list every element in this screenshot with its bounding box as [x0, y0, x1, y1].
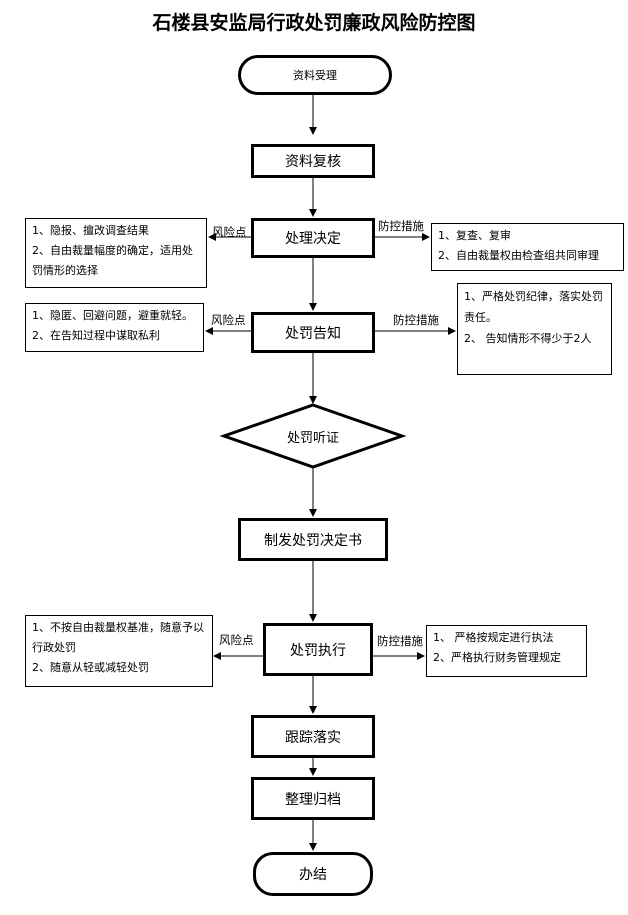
start-node: 资料受理 [238, 55, 392, 95]
notice-label: 处罚告知 [285, 325, 341, 342]
decision-node: 处理决定 [251, 218, 375, 258]
execute-risk-label: 风险点 [219, 633, 254, 647]
decision-risk-box: 1、隐报、擅改调查结果 2、自由裁量幅度的确定，适用处罚情形的选择 [25, 218, 207, 288]
issue-node: 制发处罚决定书 [238, 518, 388, 561]
decision-control-label: 防控措施 [378, 219, 424, 233]
execute-control-item: 2、严格执行财务管理规定 [433, 651, 561, 664]
decision-label: 处理决定 [285, 231, 341, 247]
review-label: 资料复核 [285, 154, 341, 170]
execute-label: 处罚执行 [290, 642, 346, 659]
notice-control-item: 2、 告知情形不得少于2人 [464, 332, 592, 345]
decision-risk-item: 1、隐报、擅改调查结果 [32, 224, 149, 237]
notice-control-item: 1、严格处罚纪律，落实处罚责任。 [464, 290, 603, 324]
end-node: 办结 [253, 852, 373, 896]
execute-control-label: 防控措施 [377, 634, 423, 648]
execute-control-item: 1、 严格按规定进行执法 [433, 631, 554, 644]
execute-risk-box: 1、不按自由裁量权基准，随意予以行政处罚 2、随意从轻或减轻处罚 [25, 615, 213, 687]
decision-risk-item: 2、自由裁量幅度的确定，适用处罚情形的选择 [32, 244, 193, 277]
notice-risk-item: 2、在告知过程中谋取私利 [32, 329, 160, 342]
notice-control-box: 1、严格处罚纪律，落实处罚责任。 2、 告知情形不得少于2人 [457, 283, 612, 375]
decision-control-item: 1、复查、复审 [438, 229, 511, 242]
followup-node: 跟踪落实 [251, 715, 375, 758]
notice-control-label: 防控措施 [393, 313, 439, 327]
page-title: 石楼县安监局行政处罚廉政风险防控图 [152, 12, 476, 34]
start-label: 资料受理 [293, 69, 337, 82]
execute-node: 处罚执行 [263, 623, 373, 676]
followup-label: 跟踪落实 [285, 729, 341, 746]
notice-risk-label: 风险点 [211, 313, 246, 327]
execute-risk-item: 1、不按自由裁量权基准，随意予以行政处罚 [32, 621, 204, 654]
execute-risk-item: 2、随意从轻或减轻处罚 [32, 661, 149, 674]
notice-risk-box: 1、隐匿、回避问题，避重就轻。 2、在告知过程中谋取私利 [25, 303, 204, 352]
hearing-diamond [219, 403, 407, 469]
archive-node: 整理归档 [251, 777, 375, 820]
review-node: 资料复核 [251, 144, 375, 178]
execute-control-box: 1、 严格按规定进行执法 2、严格执行财务管理规定 [426, 625, 587, 677]
decision-control-box: 1、复查、复审 2、自由裁量权由检查组共同审理 [431, 223, 624, 271]
notice-risk-item: 1、隐匿、回避问题，避重就轻。 [32, 309, 193, 322]
archive-label: 整理归档 [285, 791, 341, 808]
decision-control-item: 2、自由裁量权由检查组共同审理 [438, 249, 599, 262]
notice-node: 处罚告知 [251, 312, 375, 353]
issue-label: 制发处罚决定书 [264, 532, 362, 549]
decision-risk-label: 风险点 [212, 225, 247, 239]
hearing-label: 处罚听证 [286, 431, 339, 446]
end-label: 办结 [299, 867, 327, 883]
